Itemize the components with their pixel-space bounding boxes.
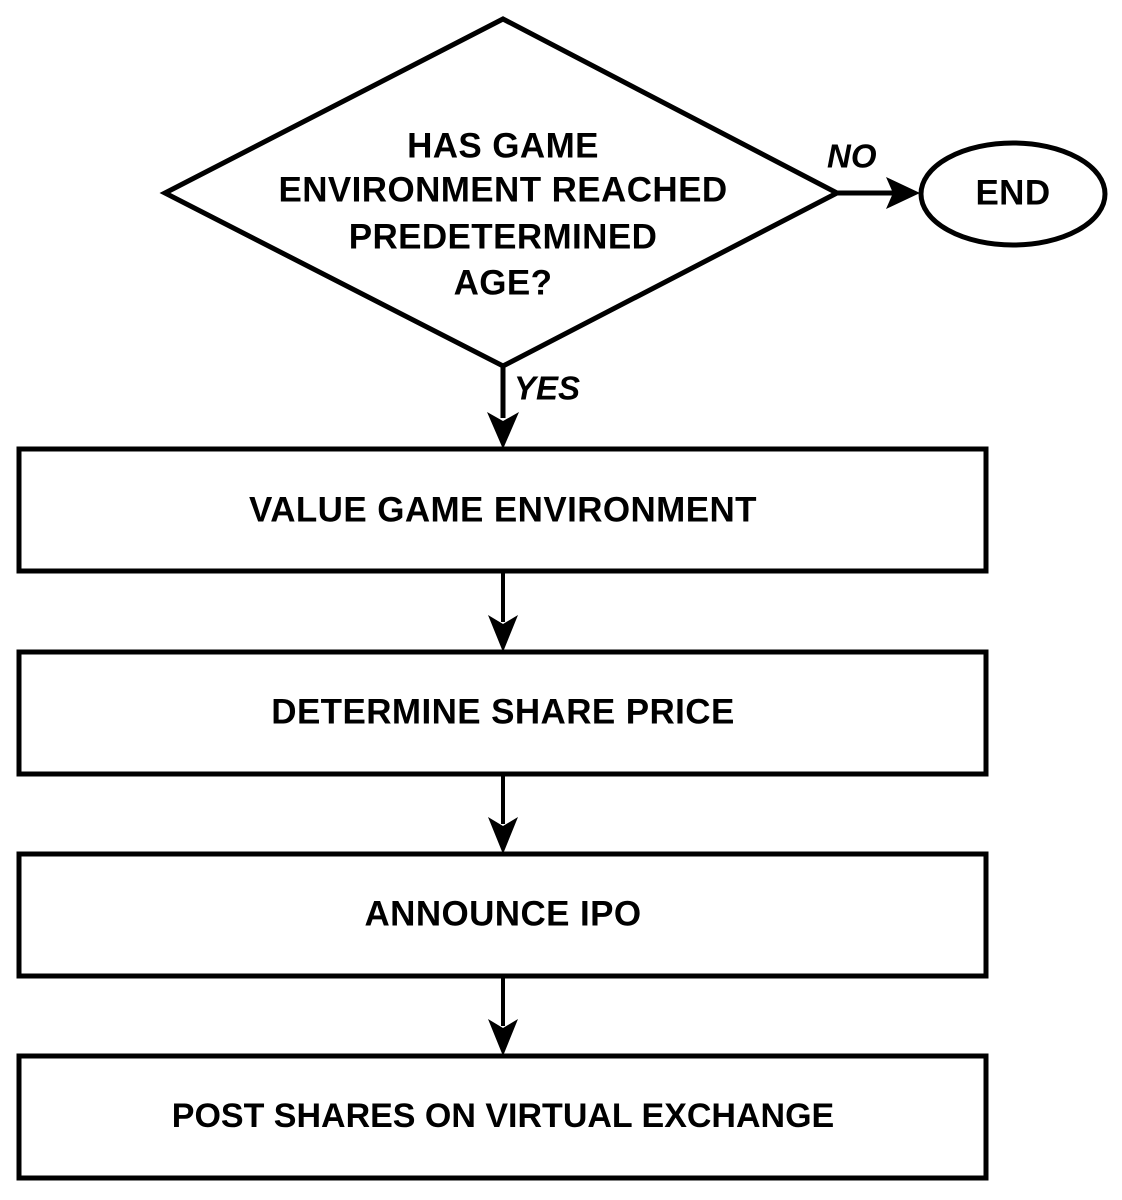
- edge-no-arrowhead: [886, 177, 920, 209]
- node-post-shares[interactable]: POST SHARES ON VIRTUAL EXCHANGE: [16, 1053, 989, 1181]
- edge-2-arrowhead: [488, 817, 518, 854]
- decision-label-line-2: ENVIRONMENT REACHED: [278, 170, 727, 209]
- box-3-label: ANNOUNCE IPO: [364, 894, 641, 933]
- edge-3: [488, 976, 518, 1056]
- edge-yes-arrowhead: [487, 412, 519, 449]
- decision-label-line-4: AGE?: [454, 263, 553, 302]
- box-4-label: POST SHARES ON VIRTUAL EXCHANGE: [172, 1097, 834, 1135]
- end-ellipse-shape: [918, 140, 1108, 248]
- edge-2: [488, 774, 518, 854]
- edge-1-arrowhead: [488, 615, 518, 652]
- end-label: END: [975, 173, 1050, 212]
- node-end[interactable]: END: [918, 140, 1108, 248]
- box-1-label: VALUE GAME ENVIRONMENT: [249, 490, 757, 529]
- edge-1: [488, 571, 518, 652]
- box-1-shape: [16, 446, 989, 574]
- node-value-game-environment[interactable]: VALUE GAME ENVIRONMENT: [16, 446, 989, 574]
- box-4-shape: [16, 1053, 989, 1181]
- decision-label-line-3: PREDETERMINED: [349, 217, 658, 256]
- box-3-shape: [16, 851, 989, 979]
- edge-yes: YES: [487, 366, 580, 449]
- decision-label-line-1: HAS GAME: [407, 126, 599, 165]
- edge-no: NO: [827, 138, 920, 209]
- node-decision-age[interactable]: HAS GAME ENVIRONMENT REACHED PREDETERMIN…: [159, 16, 843, 369]
- node-determine-share-price[interactable]: DETERMINE SHARE PRICE: [16, 649, 989, 777]
- node-announce-ipo[interactable]: ANNOUNCE IPO: [16, 851, 989, 979]
- edge-3-arrowhead: [488, 1019, 518, 1056]
- edge-yes-label: YES: [514, 370, 580, 407]
- box-2-label: DETERMINE SHARE PRICE: [271, 692, 734, 731]
- box-2-shape: [16, 649, 989, 777]
- edge-no-label: NO: [827, 138, 877, 175]
